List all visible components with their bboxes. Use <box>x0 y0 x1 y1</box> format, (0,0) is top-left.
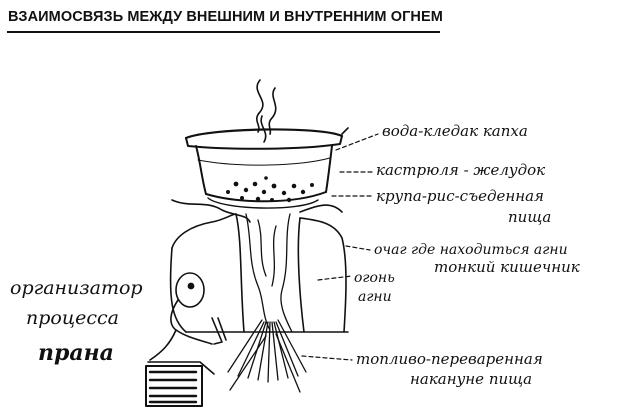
fire-rays <box>227 319 307 393</box>
label-grain-2: пища <box>508 208 551 226</box>
label-grain: крупа-рис-съеденная <box>376 187 544 205</box>
stool <box>145 365 203 407</box>
grain-dots <box>226 176 314 203</box>
pot-stomach <box>184 127 349 209</box>
label-fire: огонь <box>354 270 395 286</box>
label-organizer: организатор <box>10 277 143 299</box>
label-water: вода-кледак капха <box>382 122 528 140</box>
diagram-title: ВЗАИМОСВЯЗЬ МЕЖДУ ВНЕШНИМ И ВНУТРЕННИМ О… <box>8 9 443 25</box>
label-hearth-2: тонкий кишечник <box>434 258 580 276</box>
body-torso <box>169 199 347 333</box>
title-underline <box>7 31 440 33</box>
label-hearth: очаг где находиться агни <box>374 242 568 258</box>
label-fuel-2: накануне пища <box>410 370 532 388</box>
leader-lines <box>301 133 379 361</box>
intestine-flame <box>245 213 293 333</box>
steam-lines <box>256 79 277 143</box>
label-prana: прана <box>38 340 114 366</box>
person-figure <box>147 272 227 375</box>
label-fuel: топливо-переваренная <box>356 350 543 368</box>
label-pot: кастрюля - желудок <box>376 161 545 179</box>
label-organizer-2: процесса <box>26 307 119 329</box>
label-fire-2: агни <box>358 289 392 305</box>
